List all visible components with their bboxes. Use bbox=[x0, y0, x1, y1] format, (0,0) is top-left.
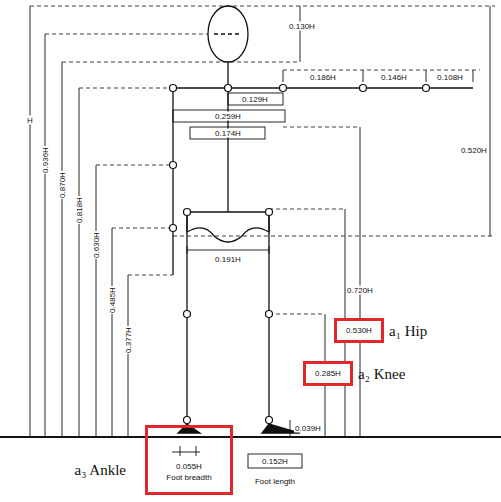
dimension-tick bbox=[363, 70, 364, 82]
dimension-label: 0.130H bbox=[288, 22, 316, 31]
dimension-line bbox=[62, 62, 63, 437]
reference-line bbox=[269, 314, 325, 315]
joint bbox=[225, 85, 232, 92]
reference-lines bbox=[30, 6, 495, 314]
dimension-label: 0.936H bbox=[41, 146, 50, 174]
dimension-label: 0.259H bbox=[214, 112, 242, 121]
joint bbox=[266, 311, 273, 318]
dimension-label: 0.186H bbox=[309, 73, 337, 82]
right-leg bbox=[268, 212, 269, 433]
dimension-line bbox=[112, 228, 113, 437]
ground-line bbox=[0, 436, 501, 438]
reference-line bbox=[128, 275, 173, 276]
highlight-box: 0.285Ha₂ Knee bbox=[303, 361, 353, 386]
reference-line bbox=[62, 62, 300, 63]
dimension-label: 0.146H bbox=[380, 73, 408, 82]
joints bbox=[170, 85, 430, 424]
joint bbox=[184, 417, 191, 424]
pelvis bbox=[187, 212, 269, 242]
eye-line bbox=[214, 33, 242, 34]
dimension-line bbox=[187, 250, 269, 251]
dimension-label: 0.055H bbox=[154, 461, 224, 472]
dimension-box bbox=[190, 127, 265, 139]
dimension-label: 0.720H bbox=[346, 286, 374, 295]
joint bbox=[170, 225, 177, 232]
dimension-label: 0.818H bbox=[75, 196, 84, 224]
dimension-tick bbox=[426, 70, 427, 82]
reference-line bbox=[283, 127, 360, 128]
joint bbox=[360, 85, 367, 92]
reference-line bbox=[269, 209, 345, 210]
joint bbox=[266, 417, 273, 424]
joint-name: a₂ Knee bbox=[358, 365, 405, 382]
dimension-tick bbox=[196, 446, 197, 456]
dimension-lines bbox=[30, 6, 490, 468]
dimension-box bbox=[228, 93, 283, 105]
dimension-line bbox=[79, 88, 80, 437]
dimension-line bbox=[300, 6, 301, 62]
dimension-label: 0.530H bbox=[342, 325, 376, 336]
caption-label: Foot length bbox=[254, 477, 296, 486]
reference-line bbox=[45, 34, 208, 35]
joint-name: a₁ Hip bbox=[389, 322, 427, 339]
left-arm bbox=[172, 88, 173, 275]
dimension-label: H bbox=[26, 116, 34, 125]
reference-line bbox=[30, 6, 495, 7]
dimension-label: 0.039H bbox=[294, 424, 322, 433]
joint bbox=[423, 85, 430, 92]
dimension-label: 0.870H bbox=[58, 171, 67, 199]
reference-line bbox=[79, 88, 173, 89]
dimension-label: 0.630H bbox=[92, 231, 101, 259]
dimension-label: 0.174H bbox=[214, 129, 242, 138]
joint-name: a₃ Ankle bbox=[75, 462, 126, 479]
dimension-label: 0.152H bbox=[261, 457, 289, 466]
dimension-label: 0.129H bbox=[241, 95, 269, 104]
joint bbox=[266, 209, 273, 216]
dimension-line bbox=[30, 6, 31, 437]
dimension-line bbox=[360, 127, 361, 437]
dimension-tick bbox=[473, 70, 474, 82]
joint bbox=[170, 85, 177, 92]
dimension-line bbox=[128, 275, 129, 437]
reference-line bbox=[96, 165, 173, 166]
joint bbox=[170, 162, 177, 169]
dimension-label: 0.377H bbox=[124, 326, 133, 354]
dimension-line bbox=[490, 6, 491, 236]
dimension-label: 0.191H bbox=[214, 255, 242, 264]
reference-line bbox=[173, 236, 495, 237]
dimension-line bbox=[96, 165, 97, 437]
joint bbox=[184, 311, 191, 318]
highlight-box: 0.055HFoot breadtha₃ Ankle bbox=[145, 425, 233, 495]
dimension-line bbox=[45, 34, 46, 437]
joint bbox=[280, 85, 287, 92]
reference-line bbox=[283, 70, 480, 71]
highlight-box: 0.530Ha₁ Hip bbox=[334, 318, 384, 343]
stick-figure bbox=[173, 6, 473, 433]
dimension-tick bbox=[283, 70, 284, 82]
dimension-box bbox=[173, 110, 285, 122]
dimension-label: 0.520H bbox=[460, 146, 488, 155]
dimension-label: 0.108H bbox=[436, 73, 464, 82]
joint bbox=[184, 209, 191, 216]
dimension-line bbox=[290, 420, 291, 437]
head bbox=[208, 6, 248, 62]
dimension-label: 0.485H bbox=[108, 286, 117, 314]
left-leg bbox=[186, 212, 187, 433]
dimension-label: Foot breadth bbox=[154, 472, 224, 483]
dimension-box bbox=[248, 454, 302, 468]
reference-line bbox=[112, 228, 173, 229]
dimension-tick bbox=[180, 446, 181, 456]
dimension-label: 0.285H bbox=[311, 368, 345, 379]
